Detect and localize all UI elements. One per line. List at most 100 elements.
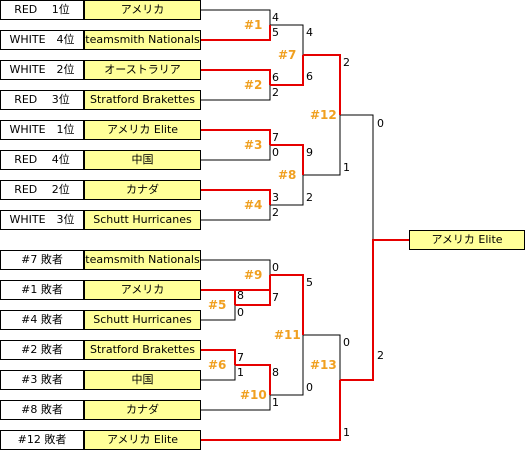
team-name: Stratford Brakettes: [84, 90, 201, 110]
score: 6: [306, 70, 313, 83]
win-line: [201, 380, 341, 441]
match-label: #9: [244, 268, 263, 282]
seed-label: #2 敗者: [0, 340, 84, 360]
score: 7: [272, 131, 279, 144]
score: 8: [272, 366, 279, 379]
match-label: #3: [244, 138, 263, 152]
seed-label: WHITE 2位: [0, 60, 84, 80]
seed-label: #8 敗者: [0, 400, 84, 420]
score: 0: [343, 336, 350, 349]
bracket-line: [201, 85, 271, 101]
seed-label: RED 4位: [0, 150, 84, 170]
score: 0: [272, 261, 279, 274]
team-name: アメリカ Elite: [84, 120, 201, 140]
score: 9: [306, 146, 313, 159]
match-label: #10: [240, 388, 267, 402]
seed-label: RED 2位: [0, 180, 84, 200]
win-line: [235, 364, 271, 395]
champion-box: アメリカ Elite: [409, 230, 525, 250]
match-label: #11: [274, 328, 301, 342]
seed-label: #7 敗者: [0, 250, 84, 270]
win-line: [340, 239, 409, 381]
bracket-line: [201, 395, 271, 411]
score: 7: [272, 291, 279, 304]
team-name: カナダ: [84, 400, 201, 420]
team-name: teamsmith Nationals: [84, 30, 201, 50]
win-line: [201, 25, 271, 41]
score: 6: [272, 71, 279, 84]
team-name: Schutt Hurricanes: [84, 210, 201, 230]
win-line: [201, 189, 271, 205]
win-line: [270, 55, 304, 86]
win-line: [201, 289, 236, 305]
match-label: #8: [278, 168, 297, 182]
bracket-line: [201, 205, 271, 221]
seed-label: #4 敗者: [0, 310, 84, 330]
bracket-line: [201, 259, 271, 275]
win-line: [201, 349, 236, 365]
match-label: #6: [208, 358, 227, 372]
score: 2: [306, 191, 313, 204]
win-line: [201, 69, 271, 85]
bracket-line: [270, 24, 304, 55]
team-name: 中国: [84, 150, 201, 170]
team-name: Schutt Hurricanes: [84, 310, 201, 330]
seed-label: WHITE 4位: [0, 30, 84, 50]
bracket-line: [201, 9, 271, 25]
team-name: オーストラリア: [84, 60, 201, 80]
match-label: #1: [244, 18, 263, 32]
match-label: #12: [310, 108, 337, 122]
score: 5: [306, 276, 313, 289]
match-label: #7: [278, 48, 297, 62]
score: 2: [272, 206, 279, 219]
score: 0: [377, 117, 384, 130]
seed-label: WHITE 1位: [0, 120, 84, 140]
bracket-line: [303, 334, 341, 380]
score: 4: [272, 11, 279, 24]
bracket-line: [201, 365, 236, 381]
score: 8: [237, 289, 244, 302]
seed-label: #1 敗者: [0, 280, 84, 300]
team-name: Stratford Brakettes: [84, 340, 201, 360]
score: 1: [237, 366, 244, 379]
team-name: teamsmith Nationals: [84, 250, 201, 270]
match-label: #13: [310, 358, 337, 372]
seed-label: #3 敗者: [0, 370, 84, 390]
bracket-line: [270, 335, 304, 396]
score: 4: [306, 26, 313, 39]
bracket-line: [201, 145, 271, 161]
seed-label: #12 敗者: [0, 430, 84, 450]
bracket-line: [303, 115, 341, 176]
win-line: [270, 274, 304, 335]
score: 1: [343, 161, 350, 174]
score: 0: [306, 381, 313, 394]
bracket-line: [270, 175, 304, 206]
team-name: カナダ: [84, 180, 201, 200]
seed-label: WHITE 3位: [0, 210, 84, 230]
score: 1: [343, 426, 350, 439]
score: 7: [237, 351, 244, 364]
score: 3: [272, 191, 279, 204]
score: 2: [343, 56, 350, 69]
team-name: アメリカ: [84, 280, 201, 300]
score: 2: [272, 86, 279, 99]
team-name: アメリカ: [84, 0, 201, 20]
seed-label: RED 1位: [0, 0, 84, 20]
seed-label: RED 3位: [0, 90, 84, 110]
team-name: 中国: [84, 370, 201, 390]
bracket-line: [340, 114, 374, 240]
score: 2: [377, 349, 384, 362]
match-label: #2: [244, 78, 263, 92]
bracket-line: [201, 305, 236, 321]
win-line: [235, 290, 271, 306]
win-line: [270, 144, 304, 175]
score: 5: [272, 26, 279, 39]
score: 1: [272, 396, 279, 409]
win-line: [303, 54, 341, 115]
match-label: #5: [208, 298, 227, 312]
win-line: [201, 129, 271, 145]
match-label: #4: [244, 198, 263, 212]
score: 0: [272, 146, 279, 159]
